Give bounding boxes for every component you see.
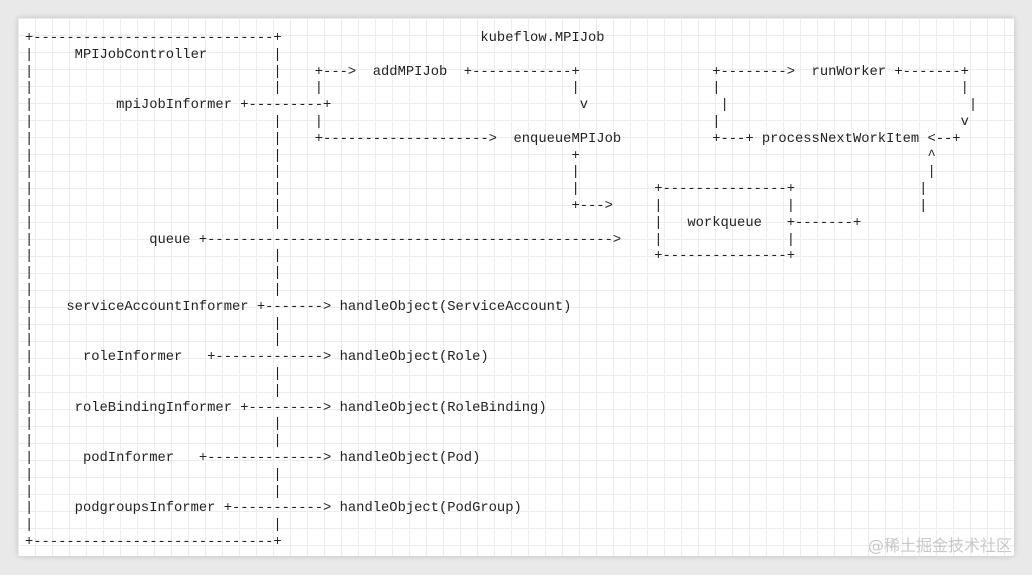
diagram-line: | | [25, 316, 282, 332]
diagram-line: | | +--------------------> enqueueMPIJob… [25, 131, 961, 147]
diagram-card: +-----------------------------+ kubeflow… [18, 18, 1014, 556]
diagram-line: | | +---------------+ [25, 249, 795, 265]
diagram-line: | | +---> | | | [25, 198, 928, 214]
diagram-line: | | [25, 417, 282, 433]
ascii-diagram: +-----------------------------+ kubeflow… [25, 31, 977, 552]
diagram-line: +-----------------------------+ [25, 534, 282, 550]
diagram-line: | | [25, 467, 282, 483]
diagram-line: | | [25, 333, 282, 349]
diagram-line: | mpiJobInformer +---------+ v | | [25, 98, 978, 114]
diagram-line: | | + ^ [25, 148, 936, 164]
diagram-line: | | | | | | [25, 81, 969, 97]
diagram-line: | roleInformer +-------------> handleObj… [25, 350, 489, 366]
diagram-line: | | | workqueue +-------+ [25, 215, 862, 231]
diagram-line: | | | | v [25, 114, 969, 130]
diagram-line: | podgroupsInformer +-----------> handle… [25, 501, 522, 517]
diagram-line: | | [25, 484, 282, 500]
diagram-line: | queue +-------------------------------… [25, 232, 795, 248]
diagram-line: | | [25, 266, 282, 282]
diagram-line: | | | +---------------+ | [25, 182, 928, 198]
diagram-line: | | [25, 282, 282, 298]
diagram-line: | serviceAccountInformer +-------> handl… [25, 299, 572, 315]
diagram-line: | MPIJobController | [25, 47, 282, 63]
diagram-line: | | [25, 518, 282, 534]
diagram-line: | | +---> addMPIJob +------------+ +----… [25, 64, 969, 80]
diagram-line: | | [25, 383, 282, 399]
diagram-line: | roleBindingInformer +---------> handle… [25, 400, 547, 416]
diagram-line: | podInformer +--------------> handleObj… [25, 450, 481, 466]
diagram-line: | | | | [25, 165, 936, 181]
diagram-line: +-----------------------------+ kubeflow… [25, 31, 605, 46]
diagram-line: | | [25, 366, 282, 382]
watermark: @稀土掘金技术社区 [867, 536, 1012, 555]
diagram-line: | | [25, 434, 282, 450]
